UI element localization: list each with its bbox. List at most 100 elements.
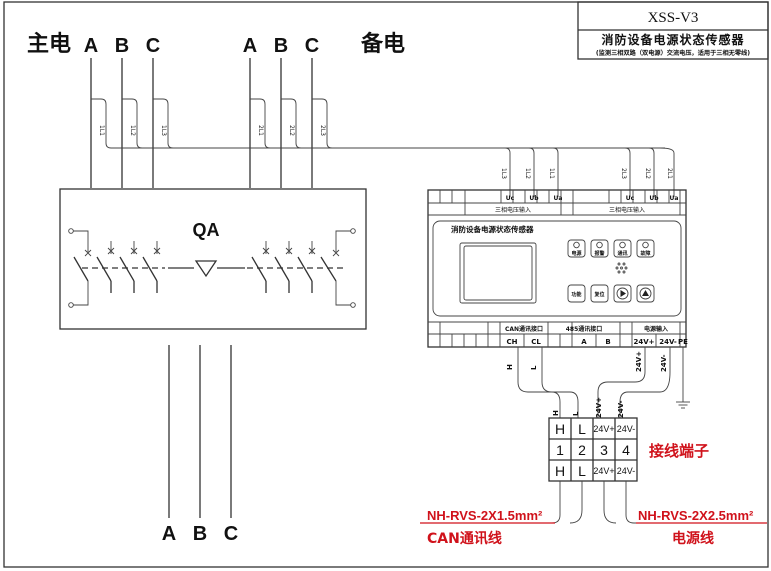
terminal-b: B bbox=[605, 338, 610, 346]
terminal-cl: CL bbox=[531, 338, 541, 346]
indicator-fault: 故障 bbox=[636, 239, 655, 258]
tap-label: 1L2 bbox=[129, 125, 136, 136]
ground-icon bbox=[676, 401, 690, 409]
wire-label-24v-minus: 24V- bbox=[660, 354, 668, 372]
tap-label: 1L3 bbox=[160, 125, 167, 136]
output-phase-a: A bbox=[162, 523, 176, 545]
tb-wire-label-l: L bbox=[572, 411, 580, 416]
input-group-left: 三相电压输入 bbox=[495, 206, 531, 214]
input-wire-label: 2L3 bbox=[620, 168, 627, 179]
phase-conductors bbox=[90, 58, 313, 188]
tap-label: 2L2 bbox=[288, 125, 295, 136]
tb-bottom-24v-minus: 24V- bbox=[617, 466, 636, 476]
main-phase-b: B bbox=[115, 35, 129, 57]
button-label: 功能 bbox=[571, 291, 581, 298]
backup-phase-a: A bbox=[243, 35, 257, 57]
input-wire-label: 1L2 bbox=[524, 168, 531, 179]
play-icon bbox=[620, 290, 626, 297]
tb-num-2: 2 bbox=[578, 442, 586, 458]
output-conductors bbox=[168, 345, 232, 518]
power-cable-spec: NH-RVS-2X2.5mm² bbox=[638, 508, 754, 523]
indicator-label: 故障 bbox=[640, 250, 650, 257]
tb-num-1: 1 bbox=[556, 442, 564, 458]
terminal-a: A bbox=[581, 338, 587, 346]
can-cable-spec: NH-RVS-2X1.5mm² bbox=[427, 508, 543, 523]
tap-label: 2L1 bbox=[257, 125, 264, 136]
indicator-label: 通讯 bbox=[617, 250, 627, 257]
reset-button[interactable]: 复位 bbox=[590, 284, 609, 303]
tb-top-24v-plus: 24V+ bbox=[593, 424, 614, 434]
input-wire-label: 1L3 bbox=[500, 168, 507, 179]
backup-phase-c: C bbox=[305, 35, 319, 57]
can-interface-label: CAN通讯接口 bbox=[505, 325, 543, 333]
output-phase-c: C bbox=[224, 523, 238, 545]
qa-transfer-switch: QA bbox=[59, 188, 367, 330]
terminal-ub-right: Ub bbox=[649, 195, 659, 202]
tb-top-24v-minus: 24V- bbox=[617, 424, 636, 434]
product-description: (监测三相双路（双电源）交流电压，适用于三相无零线) bbox=[596, 49, 750, 57]
main-phase-c: C bbox=[146, 35, 160, 57]
main-phase-a: A bbox=[84, 35, 98, 57]
rs485-interface-label: 485通讯接口 bbox=[566, 325, 603, 333]
output-phase-b: B bbox=[193, 523, 207, 545]
terminal-uc-left: Uc bbox=[506, 195, 515, 202]
terminal-24v-minus: 24V- bbox=[659, 338, 677, 346]
terminal-ua-right: Ua bbox=[670, 195, 679, 202]
function-button[interactable]: 功能 bbox=[567, 284, 586, 303]
terminal-ch: CH bbox=[507, 338, 518, 346]
tap-label: 2L3 bbox=[319, 125, 326, 136]
indicator-alarm: 报警 bbox=[590, 239, 609, 258]
indicator-label: 电源 bbox=[571, 250, 581, 257]
input-wire-label: 1L1 bbox=[548, 168, 555, 179]
terminal-block-label: 接线端子 bbox=[649, 442, 709, 460]
indicator-power: 电源 bbox=[567, 239, 586, 258]
front-panel bbox=[432, 220, 682, 317]
main-power-label: 主电 bbox=[27, 32, 71, 57]
tb-num-3: 3 bbox=[600, 442, 608, 458]
terminal-uc-right: Uc bbox=[626, 195, 635, 202]
terminal-ub-left: Ub bbox=[529, 195, 539, 202]
product-name: 消防设备电源状态传感器 bbox=[601, 32, 744, 47]
right-button[interactable] bbox=[613, 284, 632, 303]
up-arrow-icon bbox=[642, 290, 649, 296]
backup-phase-b: B bbox=[274, 35, 288, 57]
tap-label: 1L1 bbox=[98, 125, 105, 136]
sensor-device: Uc Ub Ua Uc Ub Ua 三相电压输入 三相电压输入 1L3 1L2 … bbox=[427, 168, 688, 348]
wire-label-24v-plus: 24V+ bbox=[635, 351, 643, 372]
tb-wire-label-24v-plus: 24V+ bbox=[595, 397, 603, 418]
terminal-ua-left: Ua bbox=[554, 195, 563, 202]
power-cable-name: 电源线 bbox=[672, 530, 714, 547]
tb-top-l: L bbox=[578, 421, 586, 437]
tb-wire-label-24v-minus: 24V- bbox=[617, 400, 625, 418]
signal-wires bbox=[517, 347, 690, 418]
button-label: 复位 bbox=[593, 291, 604, 298]
title-block: XSS-V3 消防设备电源状态传感器 (监测三相双路（双电源）交流电压，适用于三… bbox=[577, 1, 769, 60]
terminal-block: H L 24V+ 24V- 1 2 3 4 H L 24V+ 24V- bbox=[548, 417, 638, 482]
input-wire-label: 2L2 bbox=[644, 168, 651, 179]
backup-power-label: 备电 bbox=[360, 31, 405, 57]
model-label: XSS-V3 bbox=[648, 10, 699, 26]
tb-wire-label-h: H bbox=[552, 410, 560, 416]
tb-bottom-h: H bbox=[555, 463, 565, 479]
terminal-pe: PE bbox=[678, 338, 688, 346]
panel-title: 消防设备电源状态传感器 bbox=[451, 224, 534, 234]
lcd-screen bbox=[463, 245, 533, 301]
tap-wires bbox=[91, 98, 675, 197]
indicator-label: 报警 bbox=[594, 250, 604, 257]
up-button[interactable] bbox=[636, 284, 655, 303]
input-wire-label: 2L1 bbox=[666, 168, 673, 179]
qa-label: QA bbox=[193, 220, 220, 240]
terminal-24v-plus: 24V+ bbox=[633, 338, 654, 346]
wire-label-h: H bbox=[506, 364, 514, 370]
wire-label-l: L bbox=[530, 365, 538, 370]
buzzer-icon bbox=[615, 262, 628, 274]
drawing-frame bbox=[3, 1, 769, 568]
input-group-right: 三相电压输入 bbox=[609, 206, 645, 214]
power-input-label: 电源输入 bbox=[644, 325, 668, 333]
tb-top-h: H bbox=[555, 421, 565, 437]
lcd-display bbox=[459, 242, 537, 304]
can-cable-name: CAN通讯线 bbox=[427, 530, 502, 547]
tb-bottom-24v-plus: 24V+ bbox=[593, 466, 614, 476]
tap-labels: 1L1 1L2 1L3 2L1 2L2 2L3 bbox=[98, 125, 326, 136]
